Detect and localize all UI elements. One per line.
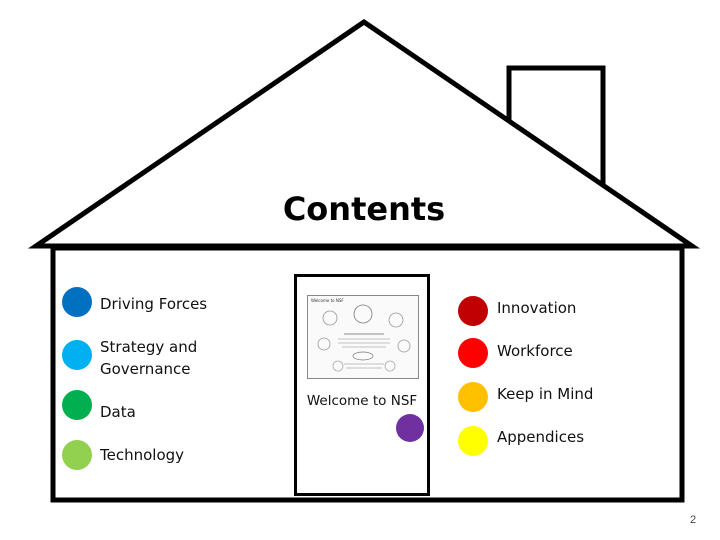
appendices-dot-icon: [458, 426, 488, 456]
poster-illustration: [308, 296, 418, 378]
welcome-door[interactable]: Welcome to NSF Welcome to NSF: [294, 274, 430, 496]
appendices-label: Appendices: [497, 426, 584, 448]
door-knob-dot-icon: [396, 414, 424, 442]
strategy-governance-label-line2: Governance: [100, 358, 191, 380]
technology-label: Technology: [100, 444, 184, 466]
workforce-label: Workforce: [497, 340, 573, 362]
page-number: 2: [690, 514, 696, 526]
data-dot-icon: [62, 390, 92, 420]
innovation-label: Innovation: [497, 297, 576, 319]
strategy-governance-label-line1: Strategy and: [100, 336, 197, 358]
keep-in-mind-label: Keep in Mind: [497, 383, 593, 405]
data-label: Data: [100, 401, 136, 423]
door-label: Welcome to NSF: [297, 393, 427, 409]
technology-dot-icon: [62, 440, 92, 470]
welcome-poster-image: Welcome to NSF: [307, 295, 419, 379]
workforce-dot-icon: [458, 338, 488, 368]
innovation-dot-icon: [458, 296, 488, 326]
poster-heading: Welcome to NSF: [311, 298, 344, 303]
keep-in-mind-dot-icon: [458, 382, 488, 412]
strategy-governance-dot-icon: [62, 340, 92, 370]
driving-forces-dot-icon: [62, 287, 92, 317]
slide-title: Contents: [264, 190, 464, 228]
driving-forces-label: Driving Forces: [100, 293, 207, 315]
